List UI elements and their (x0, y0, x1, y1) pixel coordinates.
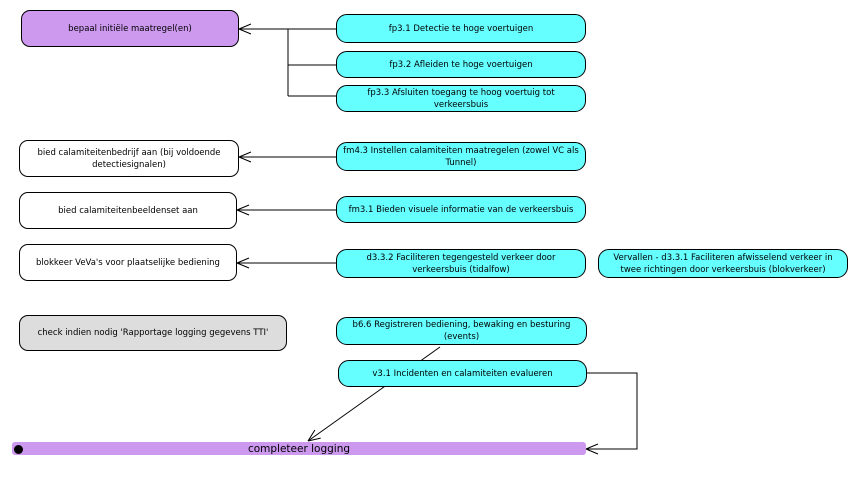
action-completeer-logging[interactable]: completeer logging (12, 442, 586, 455)
function-v31[interactable]: v3.1 Incidenten en calamiteiten evaluere… (338, 360, 587, 387)
function-label: fm4.3 Instellen calamiteiten maatregelen… (343, 145, 579, 168)
function-label: fp3.2 Afleiden te hoge voertuigen (389, 59, 533, 70)
action-bied-beeldenset[interactable]: bied calamiteitenbeeldenset aan (19, 192, 237, 229)
function-label: fp3.1 Detectie te hoge voertuigen (388, 23, 534, 34)
arrow-v31-to-logging (585, 372, 638, 455)
function-d331-vervallen[interactable]: Vervallen - d3.3.1 Faciliteren afwissele… (598, 249, 848, 278)
action-label: bied calamiteitenbeeldenset aan (58, 205, 198, 216)
start-node-icon (14, 445, 23, 454)
function-fm31[interactable]: fm3.1 Bieden visuele informatie van de v… (336, 196, 586, 223)
action-label: bepaal initiële maatregel(en) (68, 23, 192, 34)
action-bied-calamiteitenbedrijf[interactable]: bied calamiteitenbedrijf aan (bij voldoe… (19, 140, 239, 177)
function-label: d3.3.2 Faciliteren tegengesteld verkeer … (366, 252, 556, 275)
function-label: b6.6 Registreren bediening, bewaking en … (352, 320, 571, 342)
action-blokkeer-veva[interactable]: blokkeer VeVa's voor plaatselijke bedien… (19, 244, 237, 281)
action-bepaal-maatregelen[interactable]: bepaal initiële maatregel(en) (21, 10, 239, 47)
action-label: check indien nodig 'Rapportage logging g… (37, 328, 269, 338)
function-d332[interactable]: d3.3.2 Faciliteren tegengesteld verkeer … (336, 249, 586, 278)
action-check-logging[interactable]: check indien nodig 'Rapportage logging g… (19, 315, 287, 351)
function-label: fp3.3 Afsluiten toegang te hoog voertuig… (367, 87, 555, 110)
function-b66[interactable]: b6.6 Registreren bediening, bewaking en … (336, 317, 587, 345)
function-label: v3.1 Incidenten en calamiteiten evaluere… (372, 368, 553, 379)
action-label: bied calamiteitenbedrijf aan (bij voldoe… (37, 147, 221, 170)
function-label: Vervallen - d3.3.1 Faciliteren afwissele… (613, 252, 833, 275)
function-fm43[interactable]: fm4.3 Instellen calamiteiten maatregelen… (336, 142, 586, 171)
function-fp31[interactable]: fp3.1 Detectie te hoge voertuigen (336, 14, 586, 43)
function-fp32[interactable]: fp3.2 Afleiden te hoge voertuigen (336, 51, 586, 78)
action-label: completeer logging (247, 442, 351, 455)
action-label: blokkeer VeVa's voor plaatselijke bedien… (36, 257, 220, 268)
function-label: fm3.1 Bieden visuele informatie van de v… (348, 204, 574, 215)
function-fp33[interactable]: fp3.3 Afsluiten toegang te hoog voertuig… (336, 85, 586, 112)
